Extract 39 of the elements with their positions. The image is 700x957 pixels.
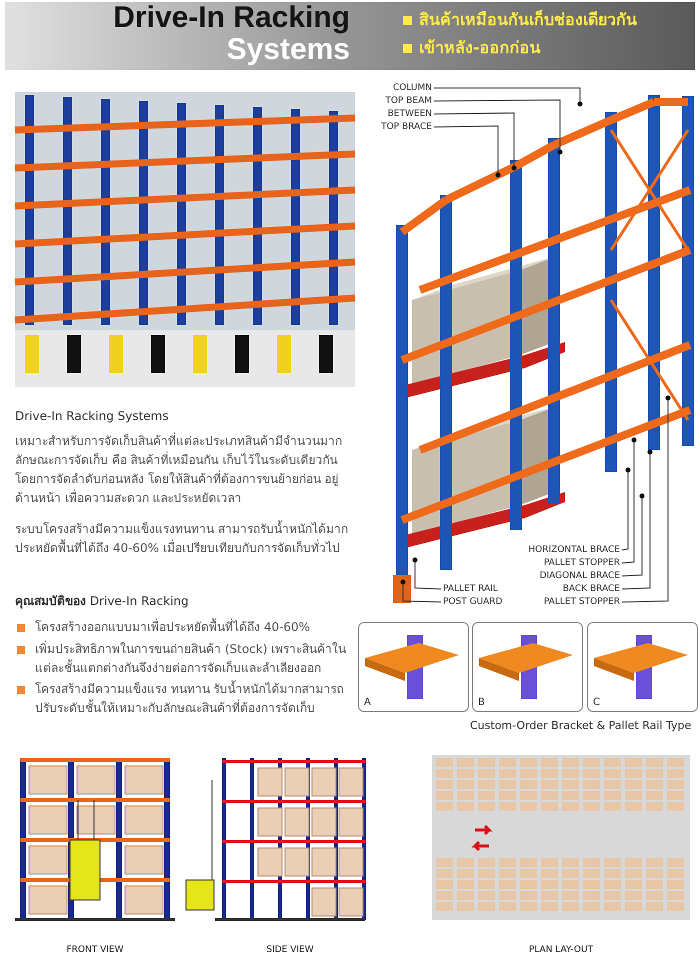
panel-letter: B	[478, 697, 485, 708]
leader-line	[622, 468, 630, 550]
leader-line	[622, 438, 636, 564]
page-title: Drive-In Racking Systems	[112, 2, 350, 66]
leader-line	[622, 494, 644, 576]
leader-line	[434, 100, 562, 154]
part-label: BACK BRACE	[562, 584, 620, 594]
leader-line	[622, 450, 652, 590]
feature-item: โครงสร้างมีความแข็งแรง ทนทาน รับน้ำหนักได้มากสามารถปรับระดับชั้นให้เหมาะกับลักษณะสินค้าที่ต้องการจัดเก็บ	[35, 680, 345, 717]
feature-item: โครงสร้างออกแบบมาเพื่อประหยัดพื้นที่ได้ถึง 40-60%	[35, 618, 312, 636]
panel-letter: A	[364, 697, 371, 708]
part-label: PALLET STOPPER	[544, 558, 620, 568]
part-label: POST GUARD	[443, 597, 502, 607]
headline-text: สินค้าเหมือนกันเก็บช่องเดียวกัน	[419, 10, 637, 30]
part-label: TOP BEAM	[385, 96, 432, 106]
leader-line	[622, 396, 670, 602]
view-caption: FRONT VIEW	[66, 945, 124, 955]
leader-line	[400, 580, 442, 602]
part-label: PALLET RAIL	[443, 584, 498, 594]
headline-text: เข้าหลัง-ออกก่อน	[419, 38, 541, 58]
part-label: TOP BRACE	[381, 122, 432, 132]
part-label: COLUMN	[392, 83, 432, 93]
description-paragraph: เหมาะสำหรับการจัดเก็บสินค้าที่แต่ละประเภทสินค้ามีจำนวนมาก ลักษณะการจัดเก็บ คือ สินค้าที่เหมือนกัน เก็บไว้ในระดับเดียวกัน โดยการจัดลำดับก่อนหลัง โดยให้สินค้าที่ต้องการขนย้ายก่อน อยู่ด้านหน้า เพื่อความสะดวก และประหยัดเวลา	[15, 432, 343, 507]
part-label: BETWEEN	[388, 109, 432, 119]
leader-line	[434, 112, 516, 170]
part-label: PALLET STOPPER	[544, 597, 620, 607]
part-label: HORIZONTAL BRACE	[528, 545, 620, 555]
section-heading: Drive-In Racking Systems	[15, 408, 169, 425]
panel-letter: C	[593, 697, 600, 708]
features-heading: คุณสมบัติของ Drive-In Racking	[15, 593, 189, 611]
view-caption: PLAN LAY-OUT	[528, 945, 594, 955]
view-caption: SIDE VIEW	[266, 945, 314, 955]
part-label: DIAGONAL BRACE	[540, 571, 620, 581]
caption-text: Custom-Order Bracket & Pallet Rail Type	[470, 718, 692, 734]
description-paragraph: ระบบโครงสร้างมีความแข็งแรงทนทาน สามารถรับน้ำหนักได้มาก ประหยัดพื้นที่ได้ถึง 40-60% เมื่อเปรียบเทียบกับการจัดเก็บทั่วไป	[15, 520, 349, 557]
leader-line	[434, 126, 500, 178]
leader-line	[412, 558, 442, 590]
leader-line	[434, 88, 582, 106]
feature-item: เพิ่มประสิทธิภาพในการขนถ่ายสินค้า (Stock) เพราะสินค้าในแต่ละชั้นแตกต่างกันจึงง่ายต่อการจัดเก็บและลำเลียงออก	[35, 640, 348, 677]
